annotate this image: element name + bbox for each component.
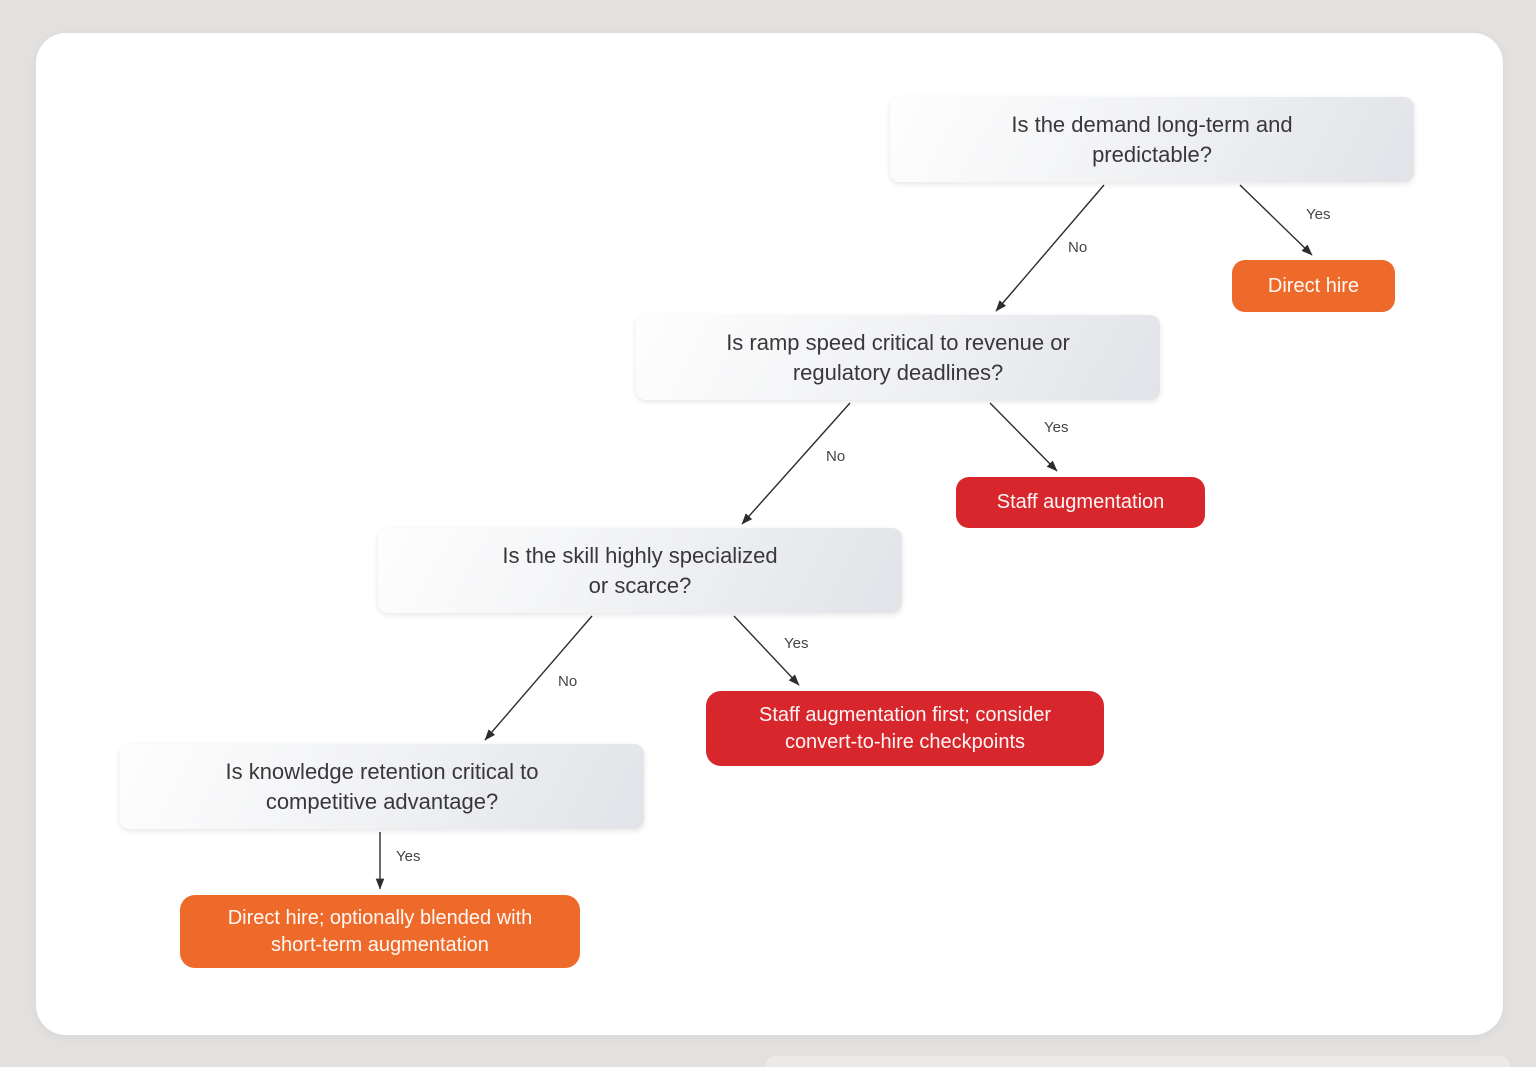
edge-label-demand-no: No (1068, 239, 1088, 256)
question-node-demand: Is the demand long-term and predictable? (890, 97, 1414, 182)
question-skill-line1: Is the skill highly specialized (502, 542, 778, 568)
question-skill-line2: or scarce? (588, 572, 692, 598)
edge-label-demand-yes: Yes (1306, 206, 1331, 223)
outcome-node-staff-augmentation-first: Staff augmentation first; consider conve… (706, 691, 1104, 766)
question-demand-line1: Is the demand long-term and (1011, 111, 1293, 137)
next-card-edge (765, 1056, 1510, 1067)
question-knowledge-line2: competitive advantage? (265, 788, 499, 814)
outcome-direct-hire-blended-line2: short-term augmentation (271, 933, 489, 956)
question-ramp-line2: regulatory deadlines? (792, 359, 1004, 385)
edge-label-skill-yes: Yes (784, 635, 809, 652)
outcome-direct-hire-blended-line1: Direct hire; optionally blended with (227, 906, 533, 929)
question-node-knowledge: Is knowledge retention critical to compe… (120, 744, 644, 829)
edge-label-ramp-yes: Yes (1044, 419, 1069, 436)
outcome-staff-augmentation-label: Staff augmentation (996, 491, 1165, 513)
outcome-staff-aug-first-line2: convert-to-hire checkpoints (784, 730, 1026, 753)
question-ramp-line1: Is ramp speed critical to revenue or (726, 329, 1070, 355)
question-node-ramp-speed: Is ramp speed critical to revenue or reg… (636, 315, 1160, 400)
outcome-direct-hire-label: Direct hire (1267, 274, 1360, 297)
outcome-node-direct-hire: Direct hire (1232, 260, 1395, 312)
question-demand-line2: predictable? (1092, 141, 1212, 167)
question-node-skill: Is the skill highly specialized or scarc… (378, 528, 902, 613)
outcome-node-staff-augmentation: Staff augmentation (956, 477, 1205, 528)
question-knowledge-line1: Is knowledge retention critical to (225, 758, 539, 784)
outcome-node-direct-hire-blended: Direct hire; optionally blended with sho… (180, 895, 580, 968)
outcome-staff-aug-first-line1: Staff augmentation first; consider (758, 703, 1051, 726)
edge-label-skill-no: No (558, 673, 578, 690)
edge-label-knowledge-yes: Yes (396, 848, 421, 865)
edge-label-ramp-no: No (826, 448, 846, 465)
